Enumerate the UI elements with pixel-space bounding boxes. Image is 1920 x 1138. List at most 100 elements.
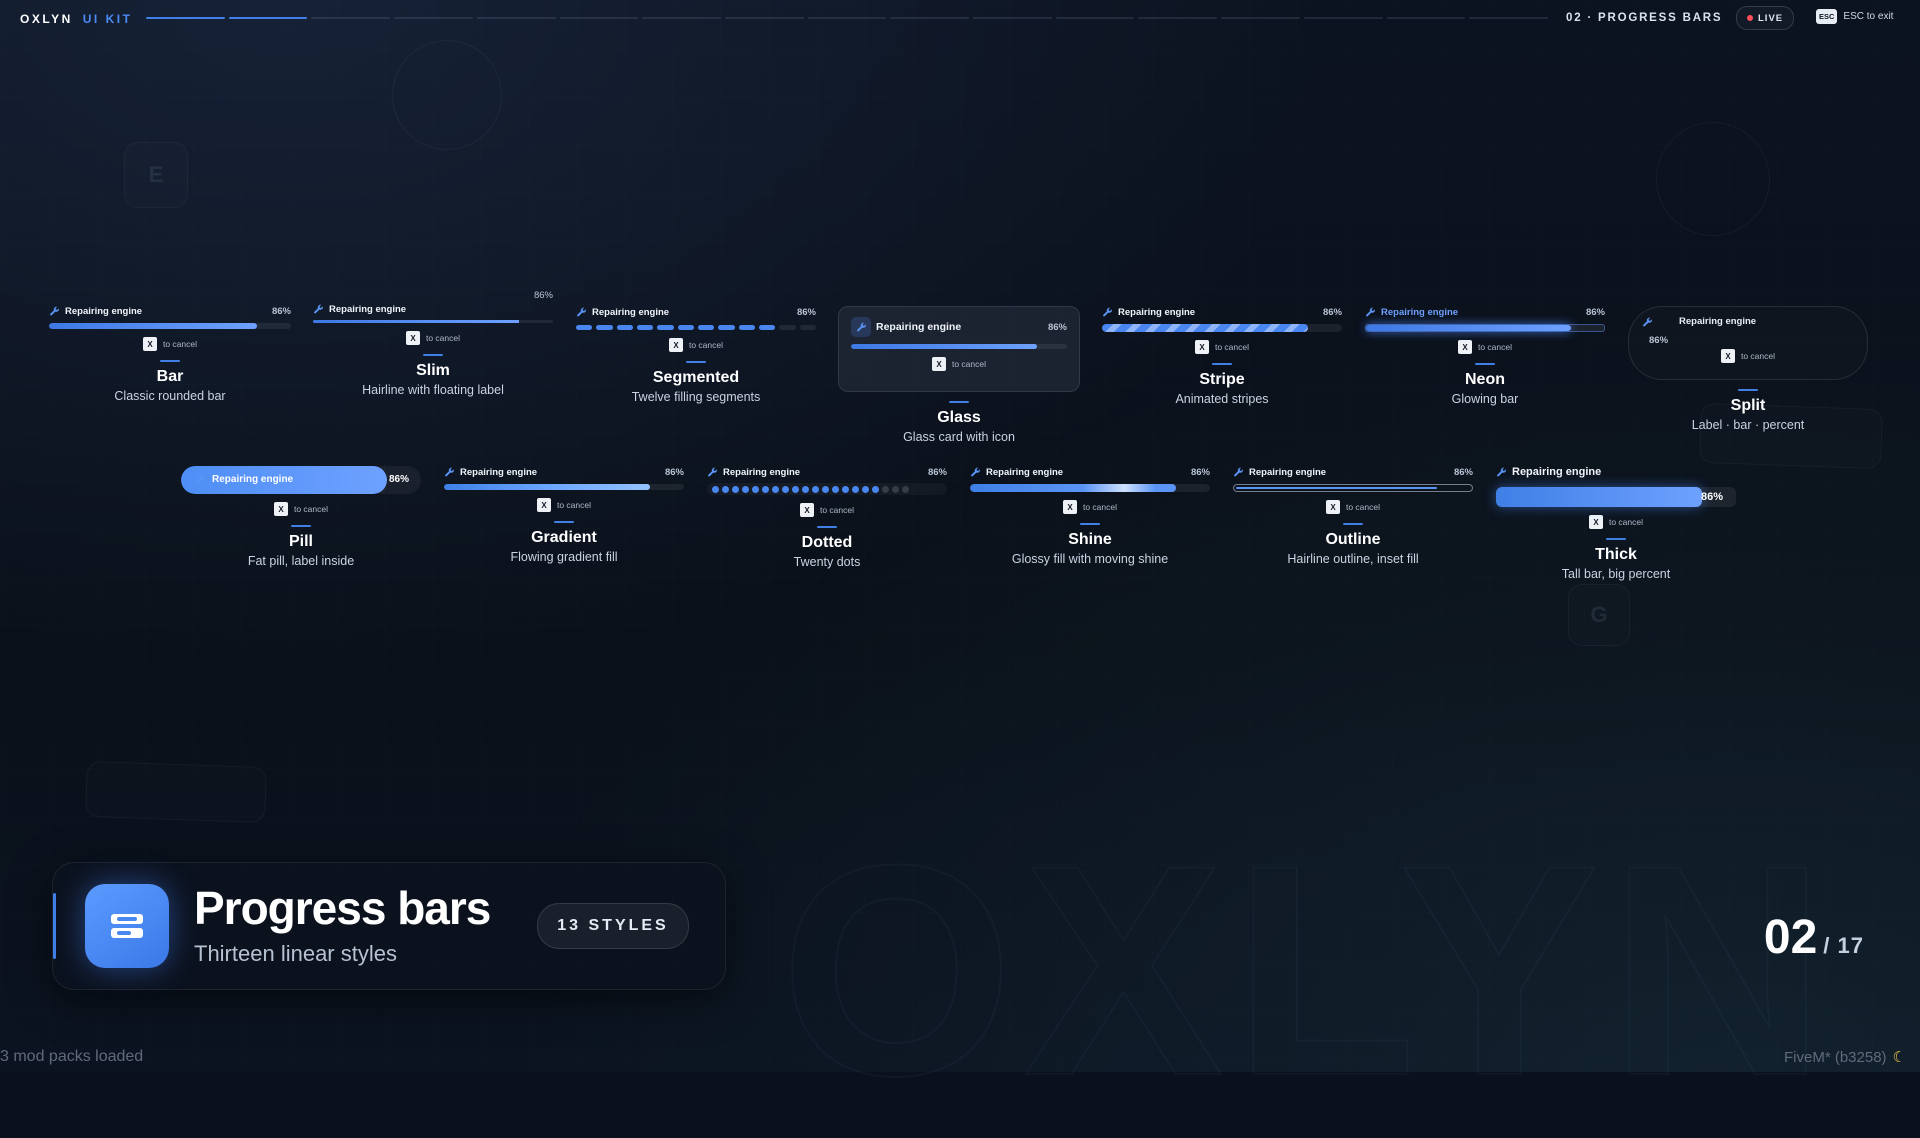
progress-segment <box>718 325 735 330</box>
style-name: Pill <box>288 533 313 550</box>
divider <box>1080 523 1100 525</box>
esc-key-icon: ESC <box>1816 9 1838 24</box>
progress-dot <box>742 485 749 493</box>
bar-label-group: Repairing engine <box>851 317 961 337</box>
bar-label-group: Repairing engine <box>195 474 293 485</box>
slide-total: / 17 <box>1823 933 1864 958</box>
x-key-icon: X <box>273 502 288 516</box>
progress-dot <box>732 485 739 493</box>
watermark: OXLYN <box>779 802 1836 1138</box>
bar-percent: 86% <box>1322 306 1342 318</box>
divider <box>1343 523 1363 525</box>
progress-segment <box>799 325 816 330</box>
progress-fill <box>970 484 1177 492</box>
cancel-text: to cancel <box>556 500 592 510</box>
progress-track: 86% <box>1496 487 1736 507</box>
bar-percent: 86% <box>1649 335 1669 346</box>
progress-fill <box>1366 325 1571 331</box>
divider <box>1475 363 1495 365</box>
slide-segment <box>1138 17 1218 19</box>
style-desc: Twenty dots <box>793 555 861 569</box>
progress-segment <box>738 325 755 330</box>
bar-label: Repairing engine <box>986 466 1064 478</box>
deco-circle <box>1656 122 1770 236</box>
x-key-icon: X <box>142 337 157 351</box>
bar-percent: 86% <box>533 290 553 301</box>
slide-segment <box>1386 17 1466 19</box>
cancel-text: to cancel <box>293 504 329 514</box>
slide-hero-card: Progress bars Thirteen linear styles 13 … <box>52 862 726 990</box>
style-desc: Animated stripes <box>1175 392 1269 406</box>
deco-card <box>85 760 267 824</box>
progress-dot <box>762 485 769 493</box>
x-key-icon: X <box>536 498 551 512</box>
bar-label-group: Repairing engine <box>313 304 406 315</box>
progress-fill <box>444 484 651 490</box>
bar-percent: 86% <box>1047 321 1067 333</box>
progress-dot <box>842 485 849 493</box>
bar-label: Repairing engine <box>1512 466 1602 478</box>
bar-label-group: Repairing engine <box>1233 467 1326 478</box>
hero-title: Progress bars <box>194 882 491 934</box>
slide-segment <box>476 17 556 19</box>
live-label: LIVE <box>1758 12 1784 24</box>
progress-fill <box>1236 487 1438 489</box>
wrench-icon <box>195 474 206 485</box>
bar-percent: 86% <box>927 466 947 478</box>
x-key-icon: X <box>1720 349 1735 363</box>
bar-label-group: Repairing engine <box>1102 307 1195 318</box>
wrench-icon <box>1642 315 1653 327</box>
divider <box>423 354 443 356</box>
progress-fill <box>1102 324 1309 332</box>
progress-track <box>313 320 553 323</box>
progress-dot <box>772 485 779 493</box>
progress-track <box>1102 324 1342 332</box>
bar-percent: 86% <box>1701 491 1724 503</box>
x-key-icon: X <box>931 357 946 371</box>
progress-track <box>851 344 1067 349</box>
style-desc: Glass card with icon <box>903 430 1015 444</box>
wrench-icon <box>707 467 718 478</box>
slide-segment <box>724 17 804 19</box>
cancel-text: to cancel <box>1740 351 1776 361</box>
progress-dot <box>812 485 819 493</box>
style-desc: Label · bar · percent <box>1691 418 1805 432</box>
wrench-icon <box>1365 307 1376 318</box>
divider <box>1212 363 1232 365</box>
bar-label: Repairing engine <box>1679 316 1757 327</box>
progress-dot <box>862 485 869 493</box>
progress-dot <box>752 485 759 493</box>
deco-circle <box>392 40 502 150</box>
divider <box>686 361 706 363</box>
slide-segment <box>394 17 473 19</box>
progress-fill <box>181 466 388 494</box>
bar-label: Repairing engine <box>329 303 407 315</box>
style-desc: Glossy fill with moving shine <box>1011 552 1169 566</box>
bar-percent: 86% <box>1453 466 1473 478</box>
cancel-text: to cancel <box>162 339 198 349</box>
bar-percent: 86% <box>388 474 409 485</box>
progress-track: Repairing engine 86% <box>181 466 421 494</box>
style-name: Neon <box>1465 371 1505 388</box>
divider <box>1606 538 1626 540</box>
bar-label-group: Repairing engine <box>576 307 669 318</box>
x-key-icon: X <box>1062 500 1077 514</box>
wrench-icon <box>970 467 981 478</box>
style-name: Stripe <box>1199 371 1245 388</box>
